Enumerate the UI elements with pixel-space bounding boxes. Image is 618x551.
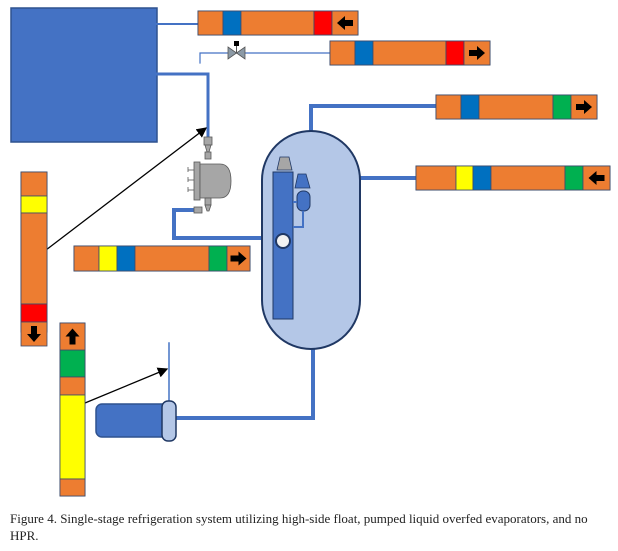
band-blue (222, 10, 242, 36)
figure-caption: Figure 4. Single-stage refrigeration sys… (10, 511, 588, 543)
float-drainer-icon (187, 136, 232, 214)
flow-arrow-right-icon (469, 46, 485, 60)
band-orange (490, 165, 566, 191)
refrigeration-diagram (10, 7, 611, 497)
band-blue (472, 165, 492, 191)
band-green (552, 94, 572, 120)
band-blue (460, 94, 480, 120)
vessel-icon (261, 130, 361, 350)
flow-arrow-left-icon (337, 16, 353, 30)
band-orange (372, 40, 447, 66)
band-green (59, 349, 86, 378)
band-yellow (59, 394, 86, 480)
band-blue (354, 40, 374, 66)
band-orange (478, 94, 554, 120)
float-outlet-pipe (172, 208, 274, 240)
pipe-label-high-pressure-liquid (329, 40, 491, 66)
band-orange (20, 171, 48, 197)
band-yellow (455, 165, 474, 191)
valve-icon (227, 41, 246, 60)
pipe-label-hot-gas-discharge (197, 10, 359, 36)
band-orange (240, 10, 315, 36)
band-green (564, 165, 584, 191)
band-yellow (98, 245, 118, 272)
flow-arrow-right-icon (576, 100, 592, 114)
flow-arrow-down-icon (27, 326, 41, 342)
band-orange (197, 10, 224, 36)
band-orange (435, 94, 462, 120)
pointer-arrow-pump (84, 367, 169, 404)
band-blue (116, 245, 136, 272)
band-orange (73, 245, 100, 272)
pump-icon (95, 400, 177, 442)
pointer-arrow-float (45, 127, 208, 251)
pipe-label-low-temp-suction (435, 94, 598, 120)
pipe-label-pump-vertical (59, 322, 86, 497)
band-orange (329, 40, 356, 66)
band-orange (134, 245, 210, 272)
band-orange (59, 478, 86, 497)
condenser-drain-pipe (155, 72, 210, 139)
pipe-label-float-liquid-outlet (73, 245, 251, 272)
band-red (20, 303, 48, 323)
band-orange (415, 165, 457, 191)
pipe-label-float-inlet-vertical (20, 171, 48, 347)
flow-arrow-right-icon (230, 251, 247, 266)
band-red (445, 40, 465, 66)
pipe-label-low-temp-return (415, 165, 611, 191)
condenser (10, 7, 158, 143)
valve-line (199, 52, 331, 64)
band-orange (59, 376, 86, 396)
suction-pipe (309, 104, 438, 132)
band-green (208, 245, 228, 272)
band-orange (20, 212, 48, 305)
band-yellow (20, 195, 48, 214)
pump-discharge-pipe (174, 346, 315, 420)
band-red (313, 10, 333, 36)
flow-arrow-left-icon (588, 171, 605, 185)
flow-arrow-up-icon (65, 328, 80, 345)
